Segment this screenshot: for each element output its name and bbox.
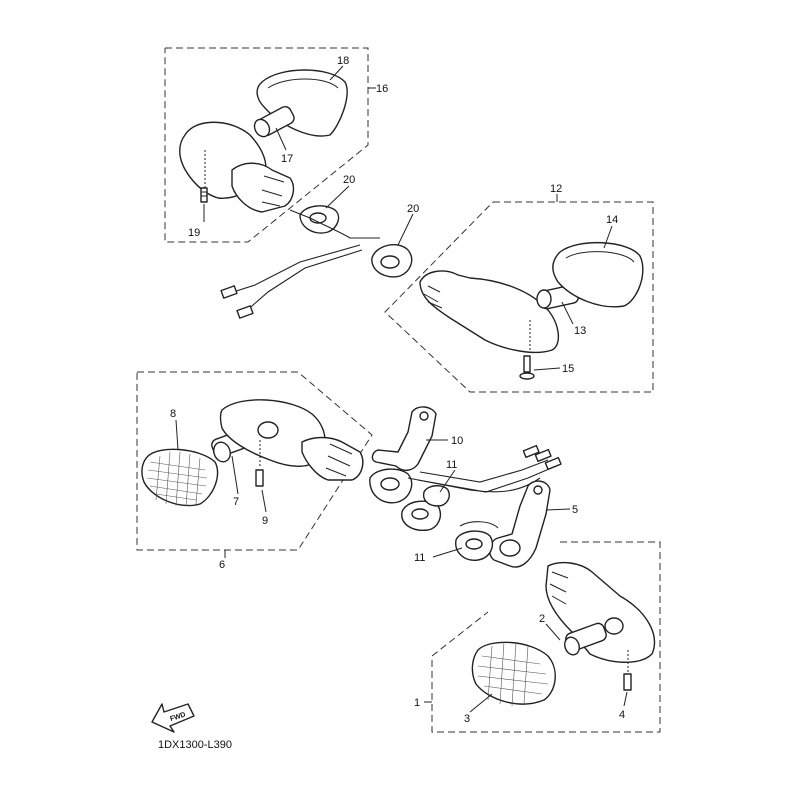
stays: 10 11 5 11 [371,406,578,568]
callout-5: 5 [572,504,578,516]
callout-19: 19 [188,227,200,239]
callout-4: 4 [619,709,625,721]
assembly-1: 2 3 4 1 [414,541,661,733]
callout-15: 15 [562,363,574,375]
callout-14: 14 [606,214,618,226]
callout-11-upper: 11 [446,459,457,471]
callout-16: 16 [376,83,388,95]
callout-1: 1 [414,697,420,709]
callout-3: 3 [464,713,470,725]
diagram-code: 1DX1300-L390 [158,739,232,751]
callout-8: 8 [170,408,176,420]
assembly-12: 12 14 13 15 20 [371,183,654,393]
callout-10: 10 [451,435,463,447]
assembly-6: 8 7 9 6 [136,371,413,571]
callout-7: 7 [233,496,239,508]
callout-20-top: 20 [343,174,355,186]
callout-9: 9 [262,515,268,527]
callout-18: 18 [337,55,349,67]
callout-12: 12 [550,183,562,195]
callout-13: 13 [574,325,586,337]
callout-20-mid: 20 [407,203,419,215]
callout-2: 2 [539,613,545,625]
callout-6: 6 [219,559,225,571]
fwd-arrow: FWD [151,703,195,733]
callout-17: 17 [281,153,293,165]
assembly-16: 18 17 19 20 16 [164,47,388,319]
callout-11-lower: 11 [414,552,425,564]
fwd-label: FWD [169,711,186,723]
